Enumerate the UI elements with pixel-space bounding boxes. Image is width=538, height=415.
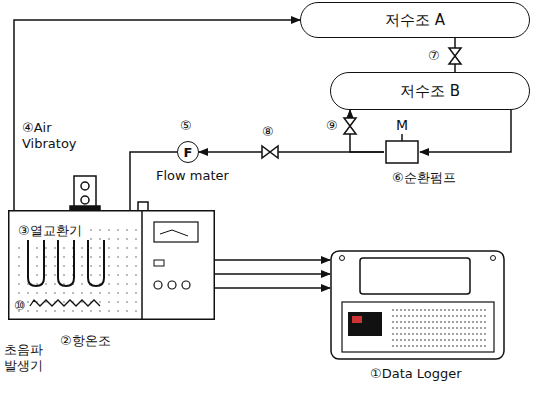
- panel-divider: [141, 210, 143, 320]
- data-logger: ①Data Logger: [330, 250, 505, 360]
- part-label: ⑥순환펌프: [392, 170, 456, 186]
- logger-screen: [360, 258, 470, 294]
- node-label: M: [384, 117, 420, 133]
- callout-number: ⑧: [262, 124, 274, 140]
- coil-loop: [28, 240, 44, 286]
- pipe-connector: [215, 259, 330, 261]
- logger-print-line: [392, 310, 486, 311]
- logger-drawing: [330, 250, 505, 360]
- logger-screw: [491, 256, 496, 261]
- logger-print-line: [392, 322, 486, 323]
- logger-print-line: [392, 316, 486, 317]
- heat-exchanger: ③열교환기: [16, 220, 136, 290]
- panel-knob: [154, 281, 162, 289]
- node-label: ①Data Logger: [370, 366, 462, 381]
- pump-body: [386, 141, 418, 163]
- constant-temp-bath: ②항온조③열교환기: [8, 210, 215, 320]
- valve-symbol: [262, 146, 278, 158]
- logger-print-line: [392, 334, 486, 335]
- node-label: 저수조 B: [400, 82, 460, 101]
- reservoir-tank: 저수조 A: [300, 2, 530, 38]
- air-vibrator: [70, 176, 100, 211]
- part-label: 초음파 발생기: [4, 342, 56, 373]
- callout-number: ⑤: [180, 118, 192, 134]
- ultrasonic-transducer: [30, 300, 100, 306]
- coil-loop: [58, 240, 74, 286]
- sensor: [138, 202, 148, 211]
- display-trace: [160, 230, 188, 236]
- logger-print-line: [392, 346, 486, 347]
- logger-key: [348, 312, 382, 336]
- valve-symbol: [344, 118, 356, 134]
- callout-number: ⑦: [428, 48, 440, 64]
- node-label: 저수조 A: [385, 11, 445, 30]
- pipe-connector: [215, 273, 330, 275]
- pipe-connector: [350, 110, 384, 152]
- pipe-connector: [14, 20, 300, 210]
- callout-number: ⑨: [326, 118, 338, 134]
- logger-panel: [342, 302, 494, 352]
- panel-knob: [168, 281, 176, 289]
- panel-switch: [154, 260, 164, 266]
- node-label: ②항온조: [60, 332, 111, 350]
- logger-print-line: [392, 340, 486, 341]
- pipe-connector: [215, 287, 330, 289]
- node-label: ③열교환기: [16, 222, 84, 240]
- node-label: F: [184, 146, 193, 159]
- callout-number: ⑩: [14, 298, 26, 314]
- coil-loop: [88, 240, 104, 286]
- reservoir-tank: 저수조 B: [330, 72, 530, 110]
- panel-display: [154, 222, 198, 242]
- logger-led: [352, 316, 362, 323]
- pump-shaft: [401, 134, 403, 141]
- logger-screw: [340, 256, 345, 261]
- panel-knob: [182, 281, 190, 289]
- logger-print-line: [392, 328, 486, 329]
- part-label: Flow mater: [156, 168, 229, 184]
- bath-outline: [9, 211, 215, 320]
- circulation-pump: M: [384, 117, 420, 165]
- part-label: ④Air Vibratoy: [22, 120, 94, 151]
- pipe-connector: [420, 110, 511, 152]
- flow-meter: F: [177, 141, 199, 163]
- logger-case: [331, 251, 504, 359]
- valve-symbol: [449, 48, 461, 64]
